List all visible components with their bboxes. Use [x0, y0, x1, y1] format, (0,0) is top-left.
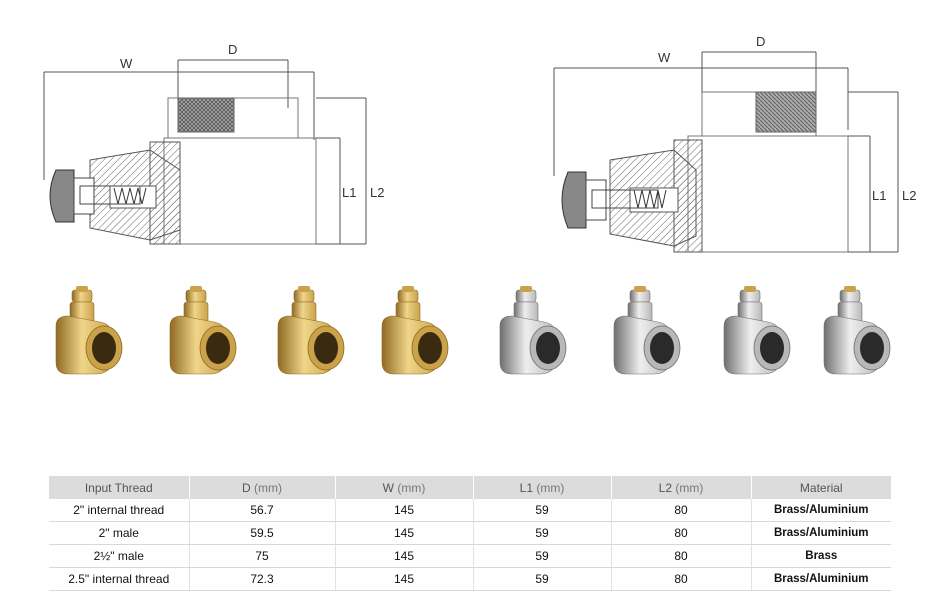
- cell-input-thread: 2½" male: [49, 544, 190, 568]
- cell-l1: 59: [473, 567, 612, 591]
- product-photo-brass: [48, 282, 128, 382]
- cell-l1: 59: [473, 544, 612, 568]
- cell-l2: 80: [611, 521, 752, 545]
- table-row: 2" internal thread 56.7 145 59 80 Brass/…: [49, 499, 891, 522]
- cell-d: 75: [189, 544, 336, 568]
- cell-w: 145: [335, 544, 474, 568]
- dim-l2-label: L2: [902, 188, 916, 203]
- cell-input-thread: 2" male: [49, 521, 190, 545]
- header-d: D (mm): [189, 476, 336, 499]
- product-photo-aluminium: [492, 282, 572, 382]
- table-row: 2.5" internal thread 72.3 145 59 80 Bras…: [49, 567, 891, 591]
- cell-material: Brass: [751, 544, 891, 568]
- cell-material: Brass/Aluminium: [751, 567, 891, 591]
- header-l2: L2 (mm): [611, 476, 752, 499]
- dim-l1-label: L1: [342, 185, 356, 200]
- cell-l1: 59: [473, 499, 612, 522]
- technical-drawing-left: W D L1 L2: [30, 0, 390, 270]
- product-photo-brass: [374, 282, 454, 382]
- spec-table: Input Thread D (mm) W (mm) L1 (mm) L2 (m…: [49, 476, 891, 591]
- technical-drawing-right: W D L1 L2: [540, 0, 930, 270]
- cell-material: Brass/Aluminium: [751, 521, 891, 545]
- cell-d: 59.5: [189, 521, 336, 545]
- product-photo-aluminium: [606, 282, 686, 382]
- dim-w-label: W: [658, 50, 671, 65]
- product-photo-brass: [270, 282, 350, 382]
- cell-l2: 80: [611, 499, 752, 522]
- table-row: 2½" male 75 145 59 80 Brass: [49, 544, 891, 568]
- product-photo-aluminium: [716, 282, 796, 382]
- product-photo-row: [0, 282, 942, 392]
- cell-input-thread: 2.5" internal thread: [49, 567, 190, 591]
- cell-l2: 80: [611, 567, 752, 591]
- cell-l1: 59: [473, 521, 612, 545]
- cell-l2: 80: [611, 544, 752, 568]
- table-header-row: Input Thread D (mm) W (mm) L1 (mm) L2 (m…: [49, 476, 891, 499]
- dim-w-label: W: [120, 56, 133, 71]
- dim-d-label: D: [756, 34, 765, 49]
- table-row: 2" male 59.5 145 59 80 Brass/Aluminium: [49, 521, 891, 545]
- dim-l1-label: L1: [872, 188, 886, 203]
- cell-w: 145: [335, 521, 474, 545]
- header-l1: L1 (mm): [473, 476, 612, 499]
- cell-d: 72.3: [189, 567, 336, 591]
- dim-l2-label: L2: [370, 185, 384, 200]
- dim-d-label: D: [228, 42, 237, 57]
- cell-d: 56.7: [189, 499, 336, 522]
- cell-w: 145: [335, 567, 474, 591]
- header-w: W (mm): [335, 476, 474, 499]
- product-photo-brass: [162, 282, 242, 382]
- header-material: Material: [751, 476, 891, 499]
- cell-input-thread: 2" internal thread: [49, 499, 190, 522]
- product-photo-aluminium: [816, 282, 896, 382]
- cell-material: Brass/Aluminium: [751, 499, 891, 522]
- header-input-thread: Input Thread: [49, 476, 190, 499]
- cell-w: 145: [335, 499, 474, 522]
